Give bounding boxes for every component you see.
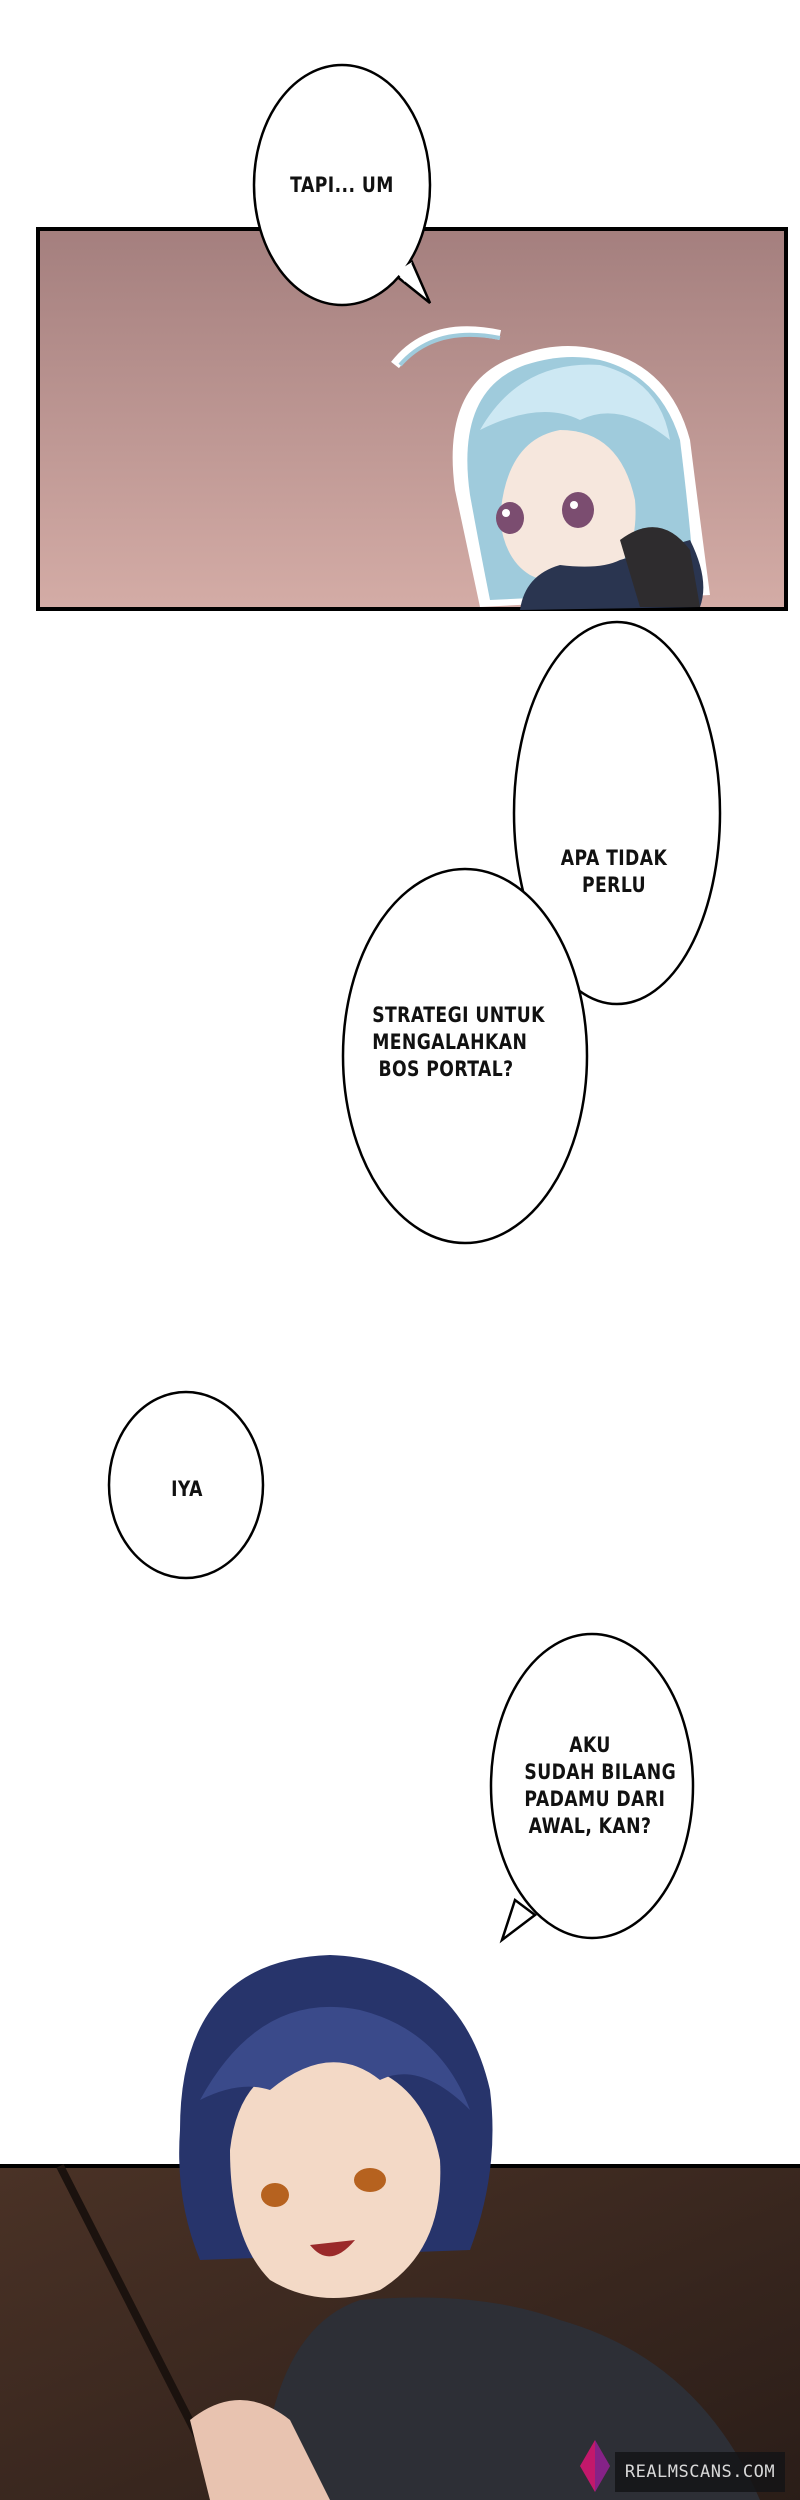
bubble-5-line-1: AKU (569, 1733, 611, 1757)
bubble-4-text: IYA (171, 1477, 203, 1501)
bubble-5-line-2: SUDAH BILANG (524, 1760, 677, 1784)
speech-bubble-2 (512, 620, 722, 1006)
bubble-1-text: TAPI... UM (290, 173, 394, 197)
panel-1 (36, 227, 788, 611)
speech-bubble-1 (252, 63, 432, 307)
panel-2 (0, 1955, 800, 2500)
bubble-2-line-1: APA TIDAK (560, 846, 668, 870)
bubble-2-line-2: PERLU (581, 873, 647, 897)
watermark-gem-icon (580, 2440, 610, 2492)
bubble-3-line-3: BOS PORTAL? (378, 1057, 514, 1081)
silver-haired-girl-illustration (391, 326, 710, 610)
speech-bubble-4 (107, 1390, 265, 1580)
bubble-5-line-4: AWAL, KAN? (528, 1814, 652, 1838)
speech-bubble-5 (489, 1632, 695, 1944)
watermark: REALMSCANS.COM (615, 2452, 785, 2492)
bubble-5-line-3: PADAMU DARI (524, 1787, 666, 1811)
bubble-2-text: APA TIDAK PERLU (548, 845, 679, 899)
bubble-3-line-1: STRATEGI UNTUK (372, 1003, 545, 1027)
bubble-5-text: AKU SUDAH BILANG PADAMU DARI AWAL, KAN? (524, 1732, 677, 1840)
bubble-3-text: STRATEGI UNTUK MENGALAHKAN BOS PORTAL? (372, 1002, 545, 1083)
speech-bubble-3 (341, 867, 589, 1245)
dark-haired-boy-illustration (179, 1955, 760, 2500)
bubble-3-line-2: MENGALAHKAN (372, 1030, 528, 1054)
